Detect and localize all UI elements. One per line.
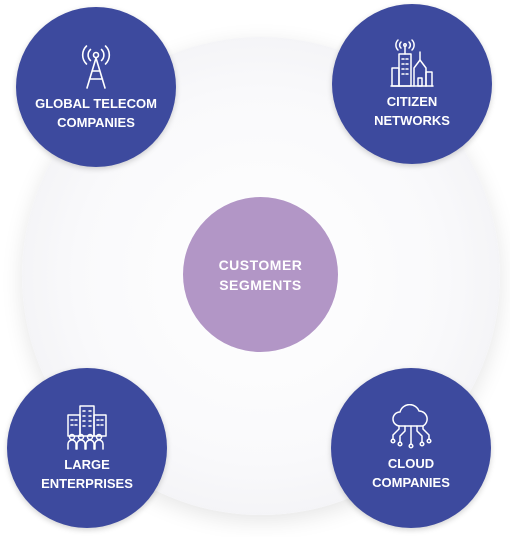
segment-global-telecom[interactable]: GLOBAL TELECOM COMPANIES: [16, 7, 176, 167]
cloud-network-icon: [390, 404, 432, 449]
center-label: CUSTOMER SEGMENTS: [218, 256, 303, 293]
segment-label: CITIZEN NETWORKS: [374, 94, 450, 128]
segment-label: GLOBAL TELECOM COMPANIES: [35, 96, 157, 130]
segment-large-enterprises[interactable]: LARGE ENTERPRISES: [7, 368, 167, 528]
radio-tower-icon: [81, 45, 111, 89]
customer-segments-center: CUSTOMER SEGMENTS: [183, 197, 338, 352]
office-people-icon: [67, 405, 107, 450]
city-signal-icon: [390, 39, 434, 87]
segment-citizen-networks[interactable]: CITIZEN NETWORKS: [332, 4, 492, 164]
segment-label: CLOUD COMPANIES: [372, 456, 450, 490]
segment-label: LARGE ENTERPRISES: [41, 457, 133, 491]
segment-cloud-companies[interactable]: CLOUD COMPANIES: [331, 368, 491, 528]
